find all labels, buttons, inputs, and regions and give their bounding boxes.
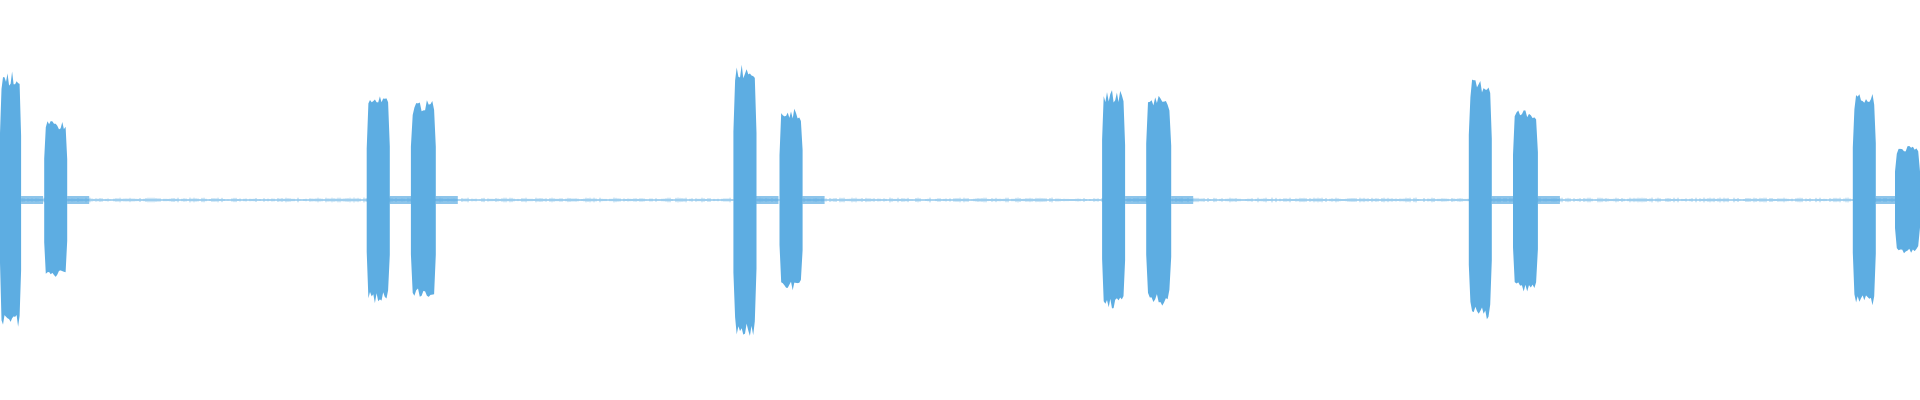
waveform-burst-9 xyxy=(1468,79,1492,320)
waveform-tail-4 xyxy=(435,196,458,204)
waveform-burst-11 xyxy=(1852,94,1876,306)
waveform-burst-5 xyxy=(733,64,757,336)
waveform-tail-11 xyxy=(1875,196,1898,204)
waveform-burst-12 xyxy=(1895,146,1920,254)
waveform-bursts xyxy=(0,64,1920,336)
waveform-burst-4 xyxy=(410,100,436,297)
waveform-burst-10 xyxy=(1513,110,1538,292)
waveform-burst-3 xyxy=(366,96,390,304)
waveform-tail-8 xyxy=(1171,196,1194,204)
waveform-burst-7 xyxy=(1102,90,1126,309)
waveform-tail-2 xyxy=(67,196,90,204)
waveform-tail-9 xyxy=(1491,196,1514,204)
waveform-tail-1 xyxy=(21,196,44,204)
waveform-burst-2 xyxy=(44,121,68,277)
waveform-tail-3 xyxy=(389,196,412,204)
waveform-tail-5 xyxy=(756,196,779,204)
waveform-tail-10 xyxy=(1537,196,1560,204)
waveform-tail-7 xyxy=(1125,196,1148,204)
waveform-burst-6 xyxy=(779,108,803,291)
waveform-burst-8 xyxy=(1146,95,1172,306)
waveform-tail-6 xyxy=(802,196,825,204)
waveform-burst-1 xyxy=(0,71,22,327)
